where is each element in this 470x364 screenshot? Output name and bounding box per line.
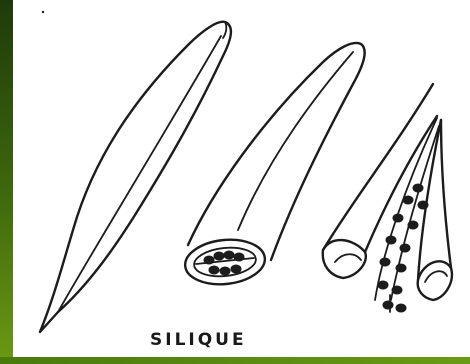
seed-cluster bbox=[204, 251, 244, 275]
diagram-caption: SILIQUE bbox=[150, 330, 260, 350]
left-green-border bbox=[0, 0, 13, 364]
silique-illustration bbox=[13, 0, 470, 357]
silique-drawing bbox=[13, 0, 470, 357]
closed-silique-icon bbox=[40, 22, 231, 332]
ink-speck bbox=[42, 11, 44, 13]
bottom-green-border bbox=[0, 357, 470, 364]
dehiscing-silique-icon bbox=[323, 84, 452, 312]
